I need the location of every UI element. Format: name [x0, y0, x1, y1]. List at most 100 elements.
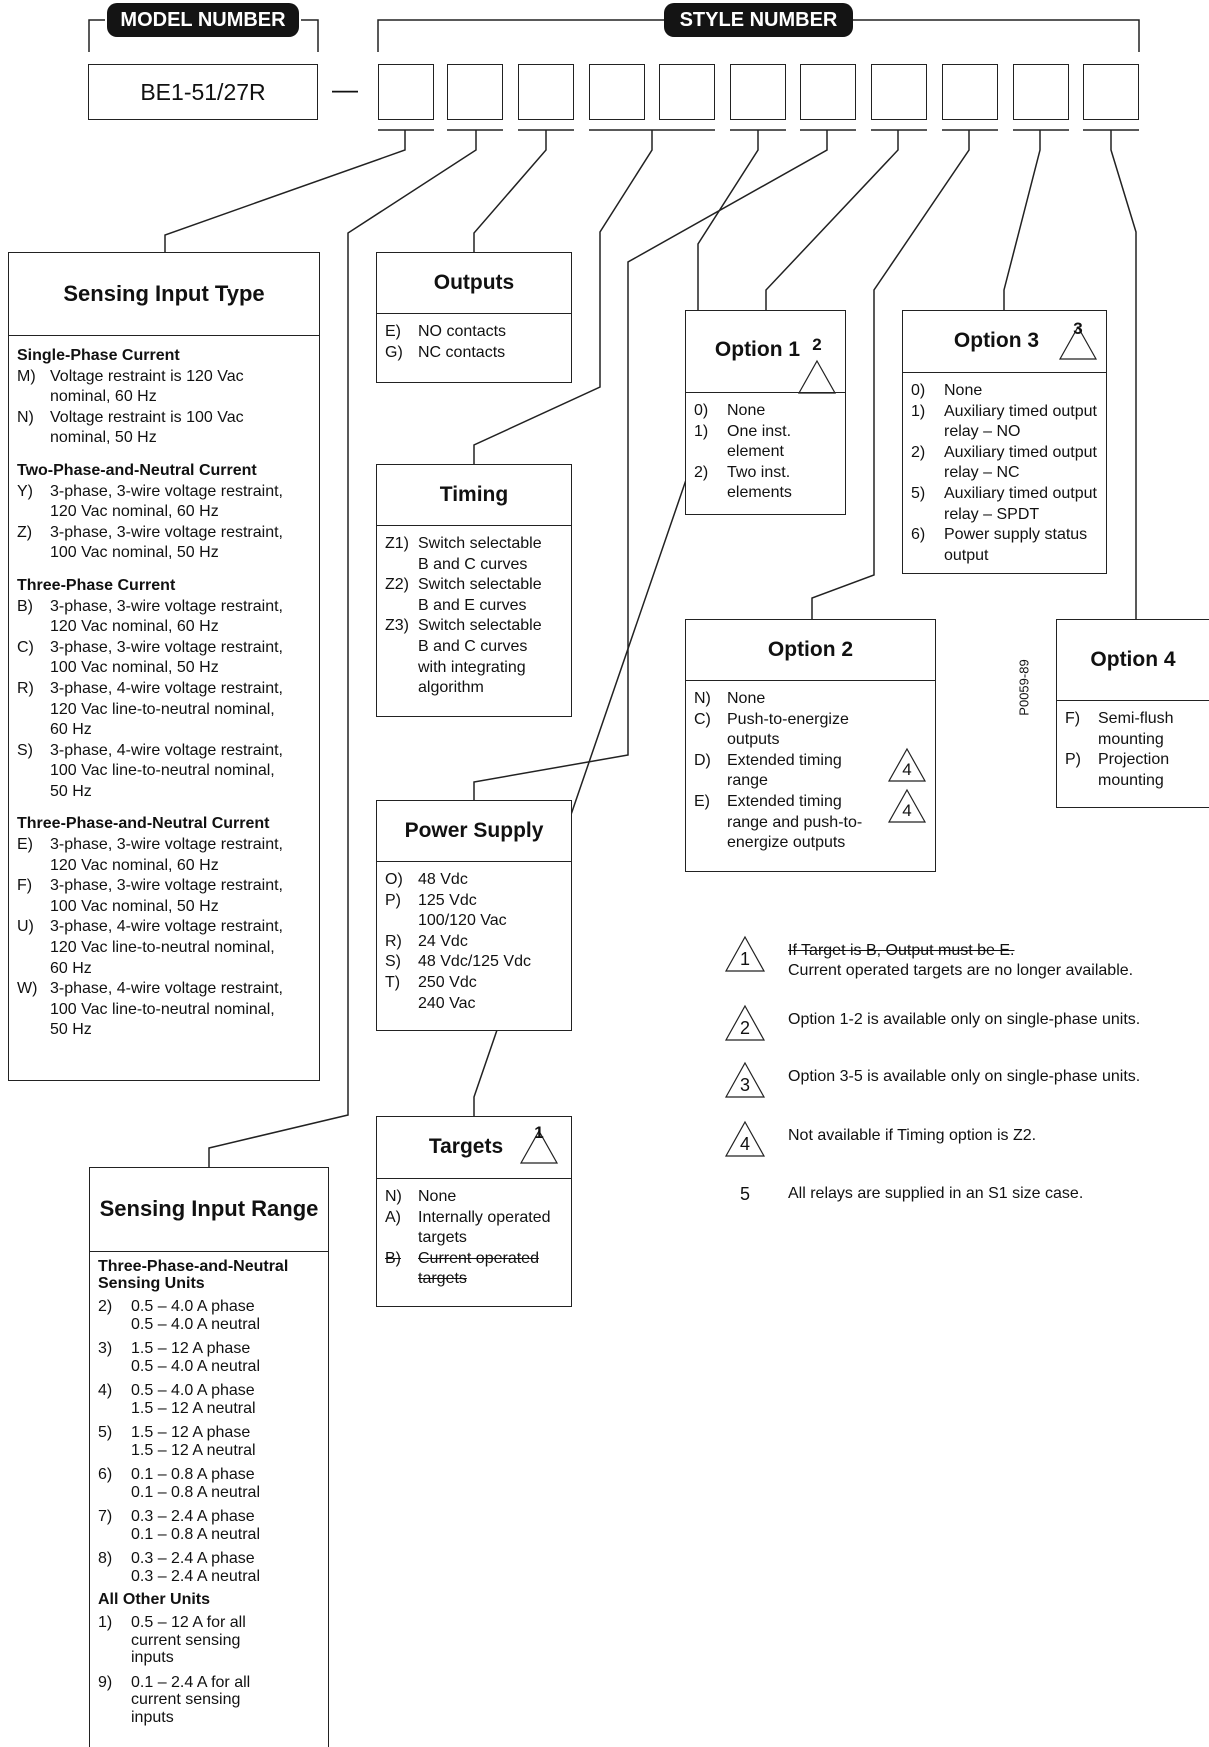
style-bracket	[377, 19, 665, 52]
item-code: F)	[17, 877, 33, 895]
section-heading: Single-Phase Current	[17, 347, 180, 364]
item-code: O)	[385, 871, 403, 888]
list-item: E) Extended timing range and push-to-ener…	[694, 788, 927, 854]
option1-title: Option 1	[714, 338, 801, 361]
list-item: 0)None	[911, 381, 1098, 402]
item-text: 24 Vdc	[418, 932, 468, 950]
drawing-code: P0059-89	[1016, 659, 1032, 716]
note-text: Not available if Timing option is Z2.	[788, 1120, 1036, 1146]
item-text: 0.1 – 0.8 A phase 0.1 – 0.8 A neutral	[131, 1466, 260, 1501]
note-text: Option 1-2 is available only on single-p…	[788, 1004, 1140, 1030]
note-2-triangle-icon: 2	[797, 335, 837, 394]
item-code: E)	[694, 792, 710, 810]
list-item: 1)Auxiliary timed output relay – NO	[911, 402, 1098, 443]
item-code: C)	[694, 710, 711, 728]
style-slot-9	[942, 64, 998, 120]
item-text: Current operated targets	[418, 1249, 539, 1288]
item-code: 1)	[694, 422, 709, 440]
item-code: 4)	[98, 1382, 113, 1399]
item-code: 6)	[98, 1466, 113, 1483]
item-text: 1.5 – 12 A phase 1.5 – 12 A neutral	[131, 1424, 256, 1459]
item-code: C)	[17, 638, 34, 656]
item-text: Power supply status output	[944, 526, 1088, 564]
model-style-dash: —	[332, 74, 358, 104]
list-item: 7)0.3 – 2.4 A phase 0.1 – 0.8 A neutral	[98, 1508, 320, 1543]
note-text: If Target is B, Output must be E.Current…	[788, 935, 1133, 981]
option3-header: Option 3 3	[903, 311, 1106, 373]
list-item: B)3-phase, 3-wire voltage restraint, 120…	[17, 597, 311, 638]
item-code: P)	[1065, 751, 1081, 769]
item-code: M)	[17, 367, 36, 385]
item-code: 2)	[694, 463, 709, 481]
item-code: 1)	[911, 402, 926, 420]
section-heading: Two-Phase-and-Neutral Current	[17, 461, 257, 479]
style-slot-4	[589, 64, 645, 120]
note-main-text: Current operated targets are no longer a…	[788, 962, 1134, 979]
item-text: 3-phase, 3-wire voltage restraint, 100 V…	[50, 523, 283, 562]
model-bracket-right	[301, 19, 319, 52]
note-main-text: Option 1-2 is available only on single-p…	[788, 1011, 1141, 1028]
item-text: 0.5 – 12 A for all current sensing input…	[131, 1614, 246, 1666]
item-text: None	[418, 1188, 457, 1205]
style-slot-8	[871, 64, 927, 120]
list-item: F) 3-phase, 3-wire voltage restraint, 100…	[17, 876, 311, 917]
item-text: NC contacts	[418, 343, 506, 361]
list-item: M)Voltage restraint is 120 Vac nominal, …	[17, 367, 311, 408]
list-item: C)Push-to-energize outputs	[694, 710, 927, 751]
section-heading: All Other Units	[98, 1591, 211, 1608]
list-item: 2)Two inst. elements	[694, 463, 837, 504]
item-text: 0.5 – 4.0 A phase 1.5 – 12 A neutral	[131, 1382, 256, 1417]
item-code: E)	[385, 323, 401, 340]
list-item: N)Voltage restraint is 100 Vac nominal, …	[17, 408, 311, 449]
item-text: Extended timing range and push-to-energi…	[727, 792, 863, 852]
sensing-input-range-card: Sensing Input Range Three-Phase-and-Neut…	[89, 1167, 329, 1747]
option2-title: Option 2	[686, 620, 935, 681]
model-number-label: MODEL NUMBER	[107, 3, 299, 37]
list-item: 2)0.5 – 4.0 A phase 0.5 – 4.0 A neutral	[98, 1298, 320, 1333]
option1-header: Option 1 2	[686, 311, 845, 394]
item-code: U)	[17, 918, 34, 936]
list-item: P)125 Vdc 100/120 Vac	[385, 891, 563, 932]
item-code: 5)	[98, 1424, 113, 1441]
item-text: NO contacts	[418, 323, 507, 340]
list-item: Y)3-phase, 3-wire voltage restraint, 120…	[17, 482, 311, 523]
item-code: Z)	[17, 523, 33, 541]
section-heading: Three-Phase-and-Neutral Current	[17, 815, 270, 833]
style-slot-1	[378, 64, 434, 120]
list-item: C)3-phase, 3-wire voltage restraint, 100…	[17, 638, 311, 679]
note-main-text: Option 3-5 is available only on single-p…	[788, 1068, 1141, 1085]
note-text: All relays are supplied in an S1 size ca…	[788, 1184, 1083, 1204]
item-text: 3-phase, 3-wire voltage restraint, 120 V…	[50, 836, 283, 874]
item-code: 5)	[911, 484, 926, 502]
note-1-triangle-icon: 1	[519, 1123, 559, 1165]
item-code: 2)	[911, 443, 926, 461]
item-text: 3-phase, 3-wire voltage restraint, 120 V…	[50, 482, 283, 521]
item-code: E)	[17, 836, 33, 854]
sensing-input-type-title: Sensing Input Type	[9, 253, 319, 336]
item-text: Auxiliary timed output relay – SPDT	[944, 484, 1097, 523]
style-slot-11	[1083, 64, 1139, 120]
item-text: 3-phase, 4-wire voltage restraint, 100 V…	[50, 741, 283, 800]
list-item: 9)0.1 – 2.4 A for all current sensing in…	[98, 1674, 320, 1727]
item-text: 3-phase, 3-wire voltage restraint, 100 V…	[50, 877, 283, 915]
style-slot-6	[730, 64, 786, 120]
item-text: 48 Vdc/125 Vdc	[418, 953, 531, 971]
item-text: 3-phase, 4-wire voltage restraint, 100 V…	[50, 980, 283, 1039]
note-text: Option 3-5 is available only on single-p…	[788, 1061, 1140, 1087]
note-2-triangle-icon: 2	[724, 1004, 766, 1042]
list-item: 5) 1.5 – 12 A phase 1.5 – 12 A neutral	[98, 1424, 320, 1459]
section-items: B)3-phase, 3-wire voltage restraint, 120…	[17, 597, 311, 803]
